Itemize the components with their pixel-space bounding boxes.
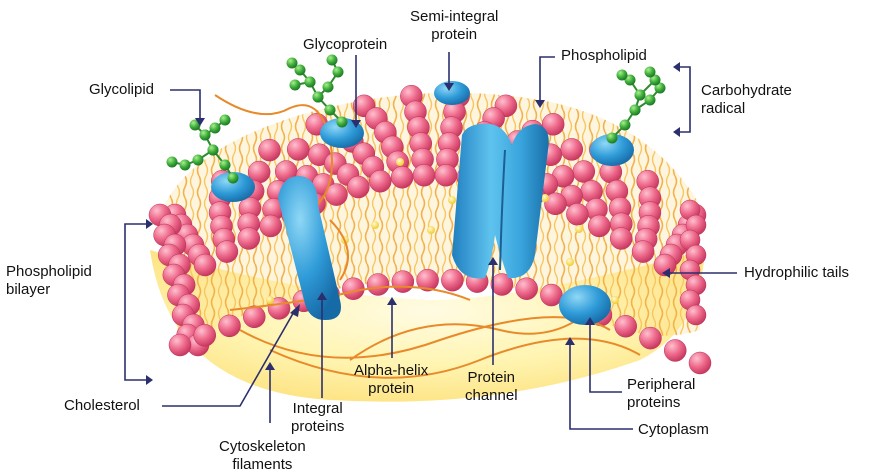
protein-channel-label: Protein channel bbox=[465, 369, 518, 405]
protein-channel bbox=[452, 124, 549, 279]
phospholipid-head bbox=[632, 241, 654, 263]
phospholipid-bilayer-line1: Phospholipid bbox=[6, 263, 92, 281]
cytoskeleton-filaments-line1: Cytoskeleton bbox=[219, 438, 306, 456]
phospholipid-head bbox=[573, 161, 595, 183]
phospholipid-head bbox=[194, 324, 216, 346]
phospholipid-head bbox=[413, 164, 435, 186]
phospholipid-bilayer-line2: bilayer bbox=[6, 281, 92, 299]
sugar-unit bbox=[645, 95, 656, 106]
phospholipid-head bbox=[259, 139, 281, 161]
phospholipid-head bbox=[615, 315, 637, 337]
phospholipid-label: Phospholipid bbox=[561, 47, 647, 65]
phospholipid-head bbox=[391, 166, 413, 188]
sugar-unit bbox=[220, 115, 231, 126]
peripheral-protein bbox=[559, 285, 611, 325]
sugar-unit bbox=[305, 77, 316, 88]
phospholipid-head bbox=[435, 164, 457, 186]
sugar-unit bbox=[167, 157, 178, 168]
phospholipid-head bbox=[287, 138, 309, 160]
alpha-helix-protein-line2: protein bbox=[354, 380, 428, 398]
sugar-unit bbox=[645, 67, 656, 78]
phospholipid-head bbox=[347, 176, 369, 198]
phospholipid-head bbox=[689, 352, 711, 374]
carbohydrate-radical-line2: radical bbox=[701, 100, 792, 118]
integral-proteins-line1: Integral bbox=[291, 400, 344, 418]
sugar-unit bbox=[208, 145, 219, 156]
phospholipid-head bbox=[219, 315, 241, 337]
semi-integral-protein-line2: protein bbox=[410, 26, 498, 44]
phospholipid-head bbox=[664, 339, 686, 361]
alpha-helix-protein-line1: Alpha-helix bbox=[354, 362, 428, 380]
sugar-unit bbox=[337, 117, 348, 128]
phospholipid-head bbox=[441, 269, 463, 291]
carbohydrate-radical-line1: Carbohydrate bbox=[701, 82, 792, 100]
sugar-unit bbox=[180, 160, 191, 171]
phospholipid-head bbox=[610, 227, 632, 249]
phospholipid-head bbox=[686, 305, 706, 325]
phospholipid-head bbox=[540, 284, 562, 306]
cytoskeleton-filaments-line2: filaments bbox=[219, 456, 306, 474]
integral-proteins-label: Integral proteins bbox=[291, 400, 344, 436]
integral-proteins-line2: proteins bbox=[291, 418, 344, 436]
phospholipid-head bbox=[639, 327, 661, 349]
sugar-unit bbox=[228, 173, 239, 184]
sugar-unit bbox=[220, 160, 231, 171]
protein-channel-line2: channel bbox=[465, 387, 518, 405]
phospholipid-head bbox=[516, 278, 538, 300]
alpha-helix-protein-label: Alpha-helix protein bbox=[354, 362, 428, 398]
sugar-unit bbox=[290, 80, 301, 91]
phospholipid-head bbox=[566, 203, 588, 225]
phospholipid-head bbox=[169, 334, 191, 356]
peripheral-proteins-line2: proteins bbox=[627, 394, 695, 412]
phospholipid-head bbox=[561, 138, 583, 160]
peripheral-proteins-label: Peripheral proteins bbox=[627, 376, 695, 412]
sugar-unit bbox=[327, 55, 338, 66]
sugar-unit bbox=[323, 82, 334, 93]
sugar-unit bbox=[287, 58, 298, 69]
sugar-unit bbox=[617, 70, 628, 81]
cholesterol-label: Cholesterol bbox=[64, 397, 140, 415]
peripheral-proteins-line1: Peripheral bbox=[627, 376, 695, 394]
phospholipid-head bbox=[369, 170, 391, 192]
phospholipid-head bbox=[588, 215, 610, 237]
protein-channel-line1: Protein bbox=[465, 369, 518, 387]
semi-integral-protein-label: Semi-integral protein bbox=[410, 8, 498, 44]
phospholipid-head bbox=[260, 215, 282, 237]
cytoplasm-label: Cytoplasm bbox=[638, 421, 709, 439]
sugar-unit bbox=[313, 92, 324, 103]
sugar-unit bbox=[325, 105, 336, 116]
cytoskeleton-filaments-label: Cytoskeleton filaments bbox=[219, 438, 306, 474]
semi-integral-protein-line1: Semi-integral bbox=[410, 8, 498, 26]
sugar-unit bbox=[333, 67, 344, 78]
phospholipid-head bbox=[194, 254, 216, 276]
phospholipid-head bbox=[367, 273, 389, 295]
sugar-unit bbox=[630, 105, 641, 116]
sugar-unit bbox=[635, 90, 646, 101]
sugar-unit bbox=[193, 155, 204, 166]
hydrophilic-tails-label: Hydrophilic tails bbox=[744, 264, 849, 282]
carbohydrate-radical-label: Carbohydrate radical bbox=[701, 82, 792, 118]
glycolipid-label: Glycolipid bbox=[89, 81, 154, 99]
phospholipid-bilayer-label: Phospholipid bilayer bbox=[6, 263, 92, 299]
sugar-unit bbox=[200, 130, 211, 141]
sugar-unit bbox=[620, 120, 631, 131]
phospholipid-head bbox=[342, 278, 364, 300]
sugar-unit bbox=[607, 133, 618, 144]
phospholipid-head bbox=[392, 271, 414, 293]
phospholipid-head bbox=[238, 227, 260, 249]
sugar-unit bbox=[210, 123, 221, 134]
glycoprotein-label: Glycoprotein bbox=[303, 36, 387, 54]
phospholipid-head bbox=[216, 241, 238, 263]
